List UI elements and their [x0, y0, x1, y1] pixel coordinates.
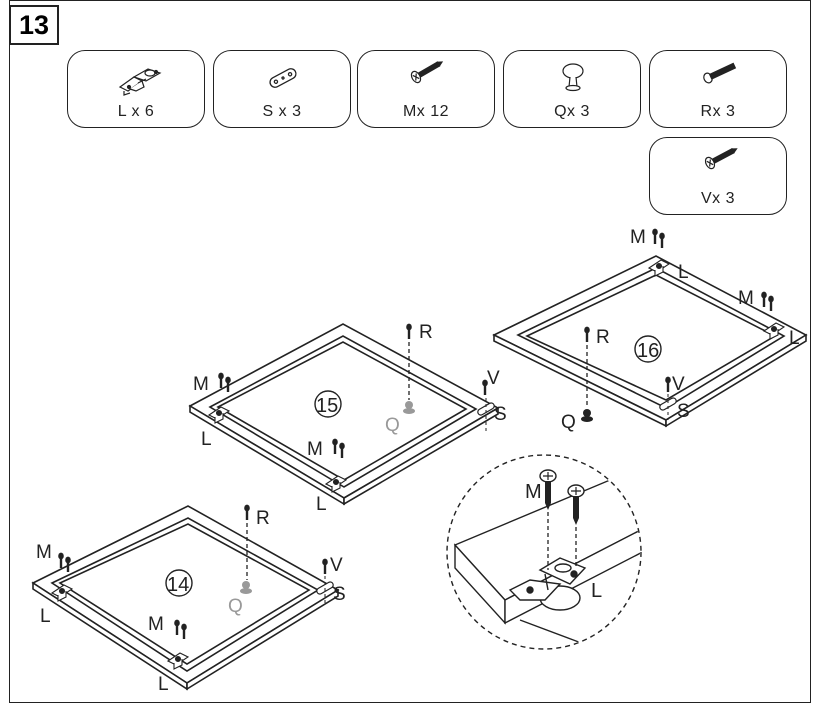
part-screw-m: Mx 12 [357, 50, 495, 128]
callout-m: M [630, 227, 646, 248]
screw-icon [761, 291, 767, 307]
door-number: 14 [167, 574, 189, 596]
screw-icon [539, 469, 557, 510]
callout-s: S [333, 584, 346, 605]
screw-icon [704, 148, 738, 170]
screw-icon [659, 232, 665, 248]
callout-v: V [672, 374, 685, 395]
screw-icon [244, 504, 250, 520]
step-number: 13 [9, 5, 59, 45]
door-number-circle [165, 569, 193, 597]
callout-s: S [494, 404, 507, 425]
part-label: Vx 3 [700, 190, 735, 207]
mounting-plate-icon [269, 68, 297, 88]
screw-icon [322, 558, 328, 574]
page-frame-top [9, 0, 811, 1]
callout-q: Q [385, 415, 400, 436]
knob-icon [562, 63, 584, 92]
part-label: L x 6 [117, 103, 155, 120]
door-number-circle [314, 390, 342, 418]
mounting-plate-icon [477, 402, 495, 416]
screw-icon [768, 295, 774, 311]
detail-view: M L [446, 454, 642, 650]
knob-icon [581, 409, 593, 422]
callout-v: V [487, 368, 500, 389]
callout-l: L [678, 262, 689, 283]
page-frame [9, 0, 811, 703]
door-number-circle [634, 335, 662, 363]
callout-l: L [158, 674, 169, 695]
part-screw-v: Vx 3 [649, 137, 787, 215]
door-15 [188, 323, 500, 506]
mounting-plate-icon [659, 397, 677, 411]
door-number: 16 [637, 340, 659, 362]
callout-m: M [148, 614, 164, 635]
door-number: 15 [316, 395, 338, 417]
callout-r: R [256, 508, 270, 529]
screw-icon [58, 552, 64, 568]
screw-icon [703, 62, 737, 84]
callout-v: V [330, 555, 343, 576]
callout-l: L [789, 328, 800, 349]
door-14 [31, 505, 340, 691]
callout-m: M [36, 542, 52, 563]
callout-q: Q [228, 596, 243, 617]
door-16 [492, 255, 808, 428]
callout-r: R [596, 327, 610, 348]
part-label: Rx 3 [700, 103, 736, 120]
callout-m: M [738, 288, 754, 309]
callout-q: Q [561, 412, 576, 433]
callout-l: L [201, 429, 212, 450]
callout-m: M [193, 374, 209, 395]
screw-icon [406, 323, 412, 339]
knob-icon [240, 581, 252, 594]
screw-icon [567, 484, 585, 525]
callout-l: L [316, 494, 327, 515]
part-hinge: L x 6 [67, 50, 205, 128]
part-plate: S x 3 [213, 50, 351, 128]
screw-icon [410, 61, 444, 84]
callout-l: L [40, 606, 51, 627]
part-label: Mx 12 [402, 103, 450, 120]
part-screw-r: Rx 3 [649, 50, 787, 128]
knob-icon [403, 401, 415, 414]
callout-m: M [307, 439, 323, 460]
callout-m: M [525, 481, 542, 503]
part-label: Qx 3 [554, 103, 590, 120]
callout-r: R [419, 322, 433, 343]
screw-icon [218, 372, 224, 388]
callout-s: S [677, 401, 690, 422]
callout-l: L [591, 580, 602, 602]
part-label: S x 3 [262, 103, 302, 120]
part-knob: Qx 3 [503, 50, 641, 128]
screw-icon [652, 228, 658, 244]
hinge-icon [118, 68, 162, 96]
